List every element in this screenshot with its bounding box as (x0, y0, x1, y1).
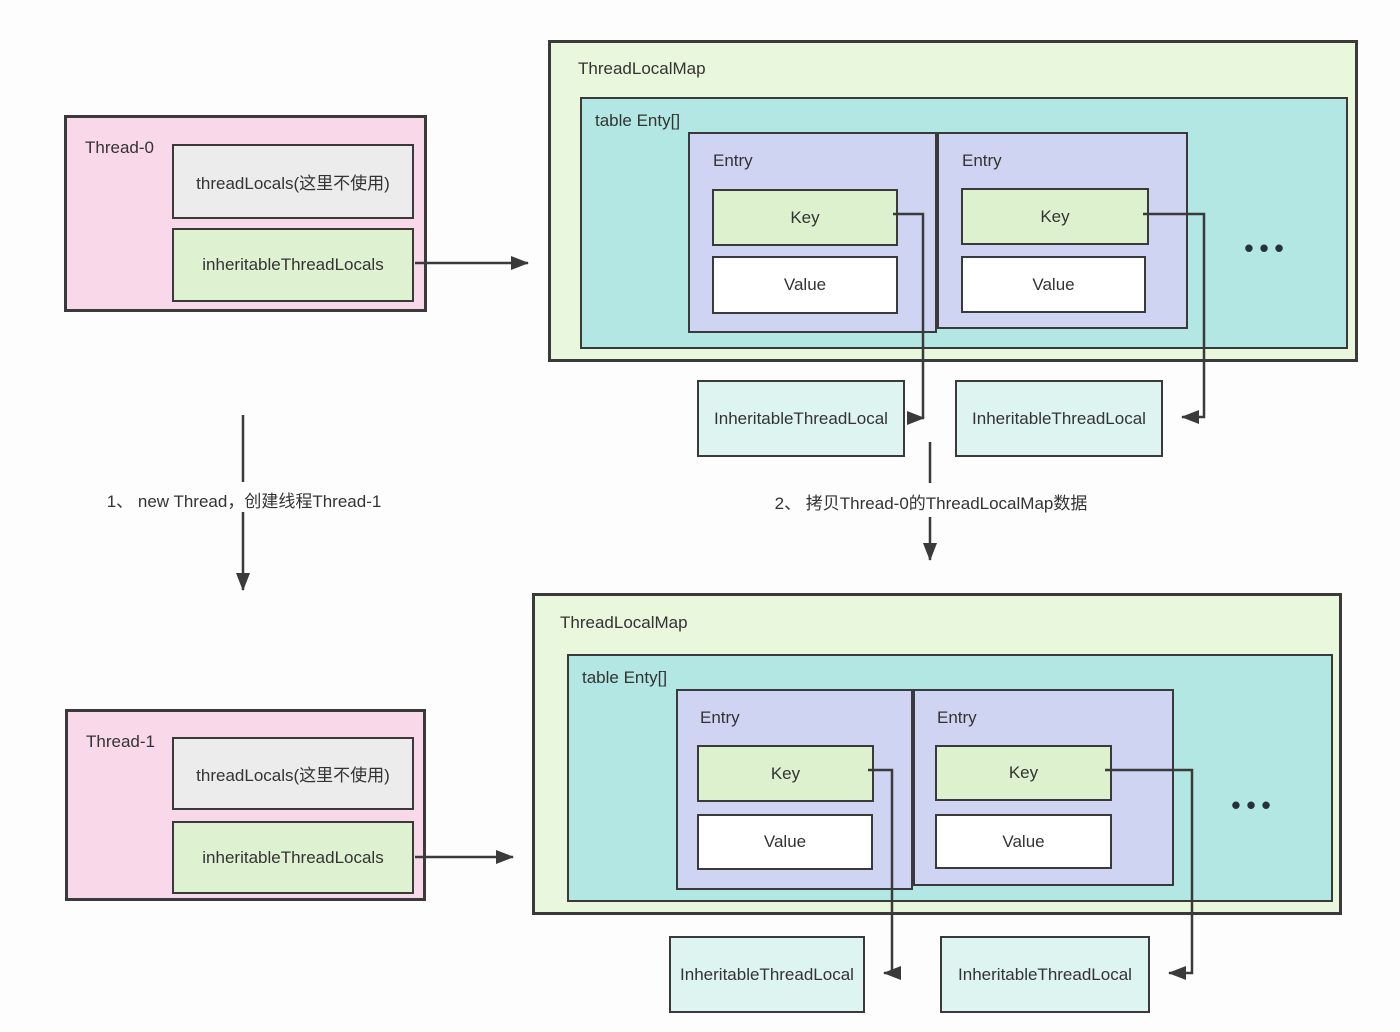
map-bottom-entry-2-value: Value (935, 814, 1112, 869)
map-bottom-table-box: table Enty[] Entry Key Value Entry Key V… (567, 654, 1333, 902)
thread1-inheritable-label: inheritableThreadLocals (202, 847, 384, 867)
thread0-threadlocals-label: threadLocals(这里不使用) (196, 174, 390, 193)
map-top-entry-2-key-label: Key (1040, 206, 1070, 226)
thread1-title: Thread-1 (86, 732, 155, 751)
map-bottom-entry-1: Entry Key Value (676, 689, 913, 890)
map-bottom-entry-1-value-label: Value (763, 832, 807, 851)
map-bottom-entry-1-key-label: Key (770, 763, 801, 783)
step2-annotation: 2、 拷贝Thread-0的ThreadLocalMap数据 (774, 494, 1088, 513)
map-top-entry-1-key-label: Key (790, 207, 820, 227)
itl-top-2-box: InheritableThreadLocal (955, 380, 1163, 457)
map-bottom-entry-1-title: Entry (700, 708, 740, 727)
map-top-entry-2-key: Key (961, 188, 1149, 245)
thread1-threadlocals-box: threadLocals(这里不使用) (172, 737, 414, 810)
map-top-entry-1-value-label: Value (783, 275, 827, 294)
itl-top-1-label: InheritableThreadLocal (714, 408, 888, 428)
map-top-entry-1-title: Entry (713, 151, 753, 170)
thread0-title: Thread-0 (85, 138, 154, 157)
map-top-title: ThreadLocalMap (578, 59, 706, 78)
itl-top-2-label: InheritableThreadLocal (972, 408, 1146, 428)
map-bottom-title: ThreadLocalMap (560, 613, 688, 632)
map-top-ellipsis: ••• (1244, 233, 1290, 263)
map-bottom-ellipsis: ••• (1231, 790, 1277, 820)
itl-bottom-2-box: InheritableThreadLocal (940, 936, 1150, 1013)
map-bottom-entry-1-key: Key (697, 745, 874, 802)
map-bottom-entry-1-value: Value (697, 814, 873, 870)
itl-bottom-1-box: InheritableThreadLocal (669, 936, 865, 1013)
thread1-box: Thread-1 threadLocals(这里不使用) inheritable… (65, 709, 426, 901)
thread0-inheritable-box: inheritableThreadLocals (172, 228, 414, 302)
thread0-box: Thread-0 threadLocals(这里不使用) inheritable… (64, 115, 427, 312)
itl-top-1-box: InheritableThreadLocal (697, 380, 905, 457)
map-bottom-box: ThreadLocalMap table Enty[] Entry Key Va… (532, 593, 1342, 915)
map-bottom-entry-2-key: Key (935, 745, 1112, 801)
map-top-entry-2-value-label: Value (1032, 274, 1075, 294)
map-bottom-table-label: table Enty[] (582, 668, 668, 687)
map-top-entry-1-value: Value (712, 256, 898, 314)
map-top-entry-1: Entry Key Value (688, 132, 937, 333)
step1-annotation: 1、 new Thread，创建线程Thread-1 (106, 492, 382, 511)
map-top-table-label: table Enty[] (595, 111, 681, 130)
map-bottom-entry-2-key-label: Key (1008, 763, 1039, 782)
thread1-threadlocals-label: threadLocals(这里不使用) (196, 766, 390, 785)
map-top-entry-1-key: Key (712, 189, 898, 246)
map-bottom-entry-2-title: Entry (937, 708, 977, 727)
itl-bottom-1-label: InheritableThreadLocal (680, 964, 854, 984)
itl-bottom-2-label: InheritableThreadLocal (958, 964, 1132, 984)
map-top-entry-2-value: Value (961, 256, 1146, 313)
map-bottom-entry-2: Entry Key Value (913, 689, 1174, 886)
thread0-inheritable-label: inheritableThreadLocals (202, 255, 384, 274)
map-top-entry-2: Entry Key Value (937, 132, 1188, 329)
map-top-table-box: table Enty[] Entry Key Value Entry Key V… (580, 97, 1348, 349)
thread0-threadlocals-box: threadLocals(这里不使用) (172, 144, 414, 219)
map-top-box: ThreadLocalMap table Enty[] Entry Key Va… (548, 40, 1358, 362)
thread1-inheritable-box: inheritableThreadLocals (172, 821, 414, 894)
map-bottom-entry-2-value-label: Value (1002, 831, 1045, 851)
map-top-entry-2-title: Entry (962, 151, 1002, 170)
